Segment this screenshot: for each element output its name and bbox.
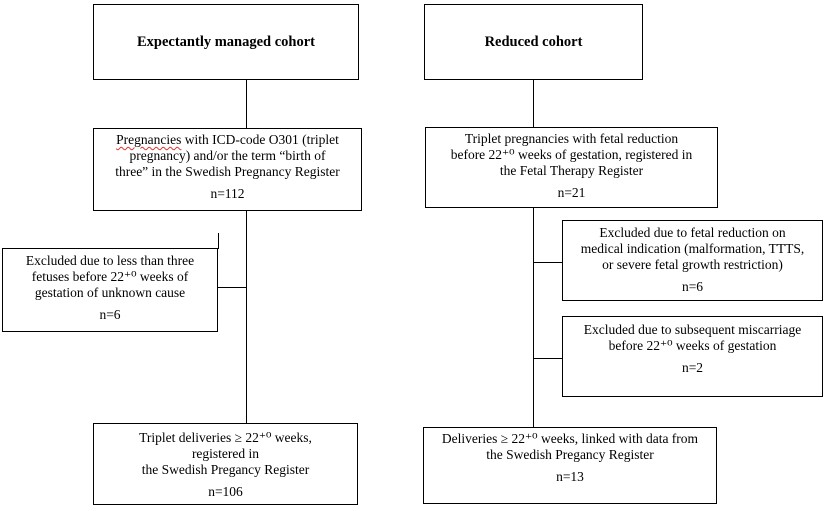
count-label: n=2 — [681, 360, 704, 375]
box-text-line: pregnancy) and/or the term “birth of — [129, 148, 326, 163]
misspelled-word: Pregnancies — [116, 132, 182, 147]
box-text-line-rest: with ICD-code O301 (triplet — [181, 132, 339, 147]
count-label: n=112 — [210, 186, 245, 201]
connector-reduced-title-to-source — [533, 80, 534, 127]
box-text-line: Triplet deliveries ≥ 22⁺⁰ weeks, — [139, 430, 312, 445]
reduced-source-box: Triplet pregnancies with fetal reduction… — [425, 127, 718, 208]
box-text-line: or severe fetal growth restriction) — [602, 257, 783, 272]
count-label: n=6 — [99, 307, 121, 322]
count-label: n=13 — [556, 469, 584, 484]
box-text-line: Pregnancies with ICD-code O301 (triplet — [94, 132, 361, 148]
box-text-line: gestation of unknown cause — [34, 285, 186, 300]
box-text-line: the Swedish Pregancy Register — [141, 462, 310, 477]
reduced-excluded-medical-box: Excluded due to fetal reduction on medic… — [562, 220, 823, 301]
box-text-line: Excluded due to fetal reduction on — [599, 225, 786, 240]
expectant-excluded-box: Excluded due to less than three fetuses … — [2, 248, 218, 332]
expectant-final-box: Triplet deliveries ≥ 22⁺⁰ weeks, registe… — [93, 423, 358, 505]
box-text-line: before 22⁺⁰ weeks of gestation, register… — [450, 147, 693, 162]
reduced-cohort-title-box: Reduced cohort — [424, 4, 643, 80]
box-text-line: registered in — [191, 446, 260, 461]
box-text-line: medical indication (malformation, TTTS, — [580, 241, 805, 256]
connector-expectant-excluded-stub — [218, 233, 219, 249]
connector-reduced-source-to-final — [533, 208, 534, 427]
box-text-line: the Swedish Pregancy Register — [486, 447, 654, 462]
box-text-line: Excluded due to subsequent miscarriage — [583, 322, 802, 337]
expectant-cohort-title-box: Expectantly managed cohort — [93, 4, 359, 80]
box-text-line: the Fetal Therapy Register — [499, 163, 644, 178]
expectant-source-box: Pregnancies with ICD-code O301 (triplet … — [93, 128, 362, 211]
connector-reduced-excluded-medical-branch — [533, 262, 562, 263]
reduced-excluded-miscarriage-box: Excluded due to subsequent miscarriage b… — [562, 316, 823, 397]
count-label: n=106 — [208, 484, 243, 499]
reduced-final-box: Deliveries ≥ 22⁺⁰ weeks, linked with dat… — [423, 427, 717, 504]
connector-expectant-source-to-final — [246, 211, 247, 423]
box-text-line: three” in the Swedish Pregnancy Register — [115, 164, 340, 179]
count-label: n=6 — [681, 279, 704, 294]
box-text-line: before 22⁺⁰ weeks of gestation — [608, 338, 777, 353]
expectant-cohort-title: Expectantly managed cohort — [136, 34, 315, 50]
box-text-line: Excluded due to less than three — [25, 253, 195, 268]
connector-reduced-excluded-miscarriage-branch — [533, 358, 562, 359]
connector-expectant-excluded-branch — [218, 287, 247, 288]
box-text-line: Triplet pregnancies with fetal reduction — [464, 131, 679, 146]
count-label: n=21 — [557, 185, 586, 200]
connector-expectant-title-to-source — [246, 80, 247, 128]
reduced-cohort-title: Reduced cohort — [484, 34, 583, 50]
box-text-line: fetuses before 22⁺⁰ weeks of — [31, 269, 189, 284]
box-text-line: Deliveries ≥ 22⁺⁰ weeks, linked with dat… — [441, 431, 699, 446]
